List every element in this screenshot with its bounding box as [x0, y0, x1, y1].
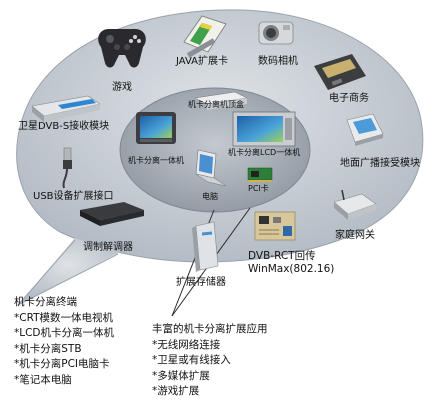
- label-dvbrct: DVB-RCT回传 WinMax(802.16): [248, 250, 334, 276]
- crt-tv-icon: [136, 112, 176, 144]
- circuit-board-icon: [254, 211, 296, 241]
- terminal-list-item: *机卡分离PCI电脑卡: [14, 358, 110, 370]
- label-java-card: JAVA扩展卡: [176, 56, 229, 67]
- label-usb: USB设备扩展接口: [33, 191, 114, 202]
- payment-card-icon: [314, 54, 366, 90]
- label-pci-card: PCI卡: [248, 184, 269, 193]
- terminal-list-title: 机卡分离终端: [14, 296, 77, 308]
- label-modem: 调制解调器: [83, 242, 133, 253]
- camera-icon: [258, 21, 294, 45]
- label-dvbrct-line2: WinMax(802.16): [248, 263, 335, 275]
- satellite-module-icon: [31, 95, 101, 122]
- application-list-item: *游戏扩展: [152, 385, 200, 397]
- gamepad-icon: [98, 29, 146, 68]
- application-list-item: *多媒体扩展: [152, 369, 210, 382]
- callout-tail-left: [18, 238, 120, 305]
- terminal-list-item: *LCD机卡分离一体机: [14, 327, 115, 339]
- label-laptop: 电脑: [202, 192, 218, 201]
- application-list-item: *卫星或有线接入: [152, 354, 231, 366]
- terminal-list-item: *笔记本电脑: [14, 373, 72, 386]
- application-list: 丰富的机卡分离扩展应用 *无线网络连接 *卫星或有线接入 *多媒体扩展 *游戏扩…: [152, 322, 268, 400]
- label-dvbrct-line1: DVB-RCT回传: [248, 250, 316, 262]
- callout-tail-line-left: [17, 239, 119, 306]
- label-gateway: 家庭网关: [335, 230, 375, 241]
- modem-icon: [80, 202, 144, 226]
- java-card-icon: [183, 15, 227, 58]
- label-camera: 数码相机: [258, 56, 298, 67]
- label-terrestrial-module: 地面广播接受模块: [340, 158, 420, 169]
- terminal-list: 机卡分离终端 *CRT模数一体电视机 *LCD机卡分离一体机 *机卡分离STB …: [14, 295, 114, 388]
- label-storage: 扩展存储器: [176, 277, 226, 288]
- usb-icon: [62, 147, 72, 189]
- storage-icon: [192, 221, 219, 272]
- pci-card-icon: [247, 167, 273, 182]
- label-set-top-box: 机卡分离机顶盒: [188, 100, 244, 109]
- label-lcd-tv: 机卡分离LCD一体机: [228, 148, 301, 157]
- lcd-tv-icon: [232, 111, 296, 147]
- application-list-item: *无线网络连接: [152, 338, 221, 351]
- label-game: 游戏: [112, 82, 132, 93]
- label-crt-tv: 机卡分离一体机: [128, 156, 184, 165]
- gateway-icon: [333, 189, 377, 220]
- terminal-list-item: *CRT模数一体电视机: [14, 311, 114, 324]
- terminal-list-item: *机卡分离STB: [14, 342, 82, 355]
- label-satellite-module: 卫星DVB-S接收模块: [18, 121, 110, 132]
- label-ecommerce: 电子商务: [329, 93, 369, 104]
- set-top-box-icon: [194, 91, 248, 110]
- application-list-title: 丰富的机卡分离扩展应用: [152, 323, 268, 335]
- laptop-icon: [195, 149, 227, 187]
- broadcast-module-icon: [346, 113, 384, 146]
